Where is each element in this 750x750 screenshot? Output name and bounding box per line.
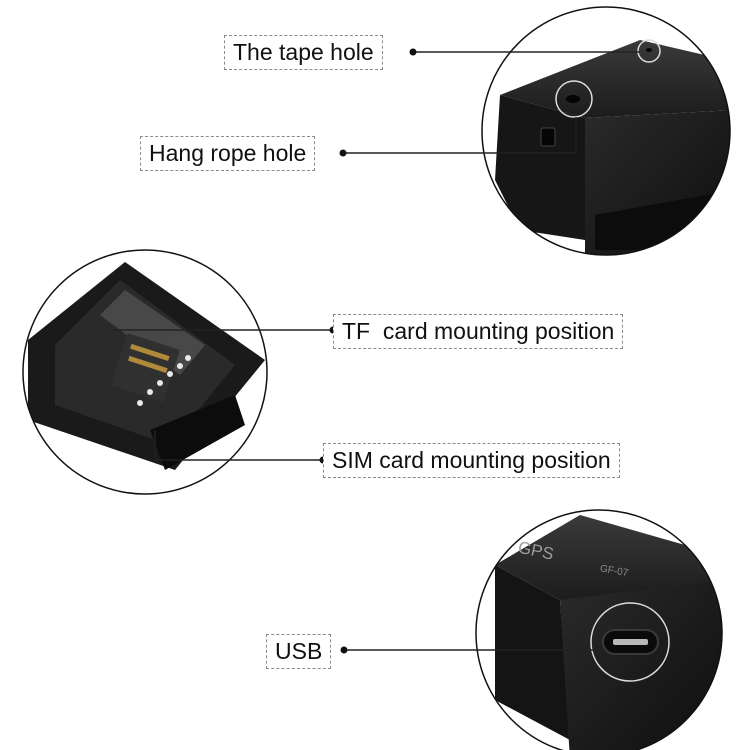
leader-lines [110, 51, 640, 651]
hang-rope-hole-label: Hang rope hole [140, 136, 316, 171]
leader-dots [319, 48, 417, 654]
model-print: GF-07 [599, 563, 629, 579]
tape-hole-highlight [637, 39, 661, 63]
sim-card-label: SIM card mounting position [323, 443, 620, 478]
tf-card-label: TF card mounting position [333, 314, 624, 349]
usb-port-closeup: GPS GF-07 [475, 509, 723, 750]
rope-hole-highlight [555, 80, 593, 118]
tape-hole-mark [646, 48, 652, 52]
usb-label: USB [266, 634, 332, 669]
device-top-closeup [481, 6, 731, 256]
usb-highlight [590, 602, 670, 682]
tape-hole-label: The tape hole [224, 35, 383, 70]
card-slot-closeup [22, 249, 268, 495]
rope-hole-mark [566, 95, 580, 103]
